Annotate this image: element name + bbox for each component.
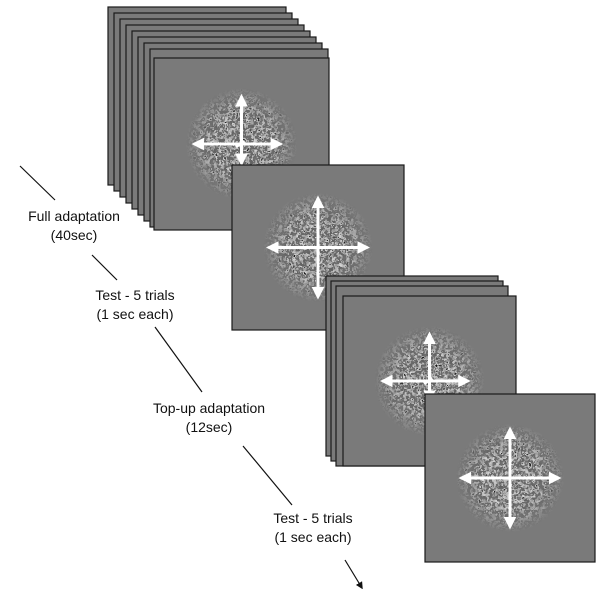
test-panel-2-motion-arrows — [458, 426, 562, 530]
timeline-segment-4 — [242, 445, 293, 506]
stage-label-full-adaptation: Full adaptation — [28, 208, 120, 224]
stage-label-test-1: Test - 5 trials — [95, 287, 174, 303]
stage-duration-full-adaptation: (40sec) — [51, 227, 98, 243]
full-adaptation-panel-motion-arrows — [191, 93, 284, 167]
timeline-segment-1 — [19, 165, 56, 201]
stage-duration-topup-adaptation: (12sec) — [186, 419, 233, 435]
timeline-segment-2 — [91, 254, 118, 281]
stage-label-topup-adaptation: Top-up adaptation — [153, 400, 265, 416]
timeline-segment-3 — [154, 326, 203, 393]
test-panel-1-motion-arrows — [265, 195, 371, 300]
test-panel-2 — [424, 393, 596, 563]
stage-duration-test-2: (1 sec each) — [274, 529, 351, 545]
stage-labels: Full adaptation (40sec) Test - 5 trials … — [28, 208, 353, 545]
topup-adaptation-panel-motion-arrows — [379, 331, 471, 403]
timeline-arrow — [344, 559, 363, 590]
stage-duration-test-1: (1 sec each) — [96, 306, 173, 322]
arrow-center-icon — [423, 376, 434, 386]
stage-label-test-2: Test - 5 trials — [273, 510, 352, 526]
stimulus-stacks — [107, 6, 596, 563]
timeline — [19, 165, 363, 590]
arrow-center-icon — [235, 139, 246, 149]
